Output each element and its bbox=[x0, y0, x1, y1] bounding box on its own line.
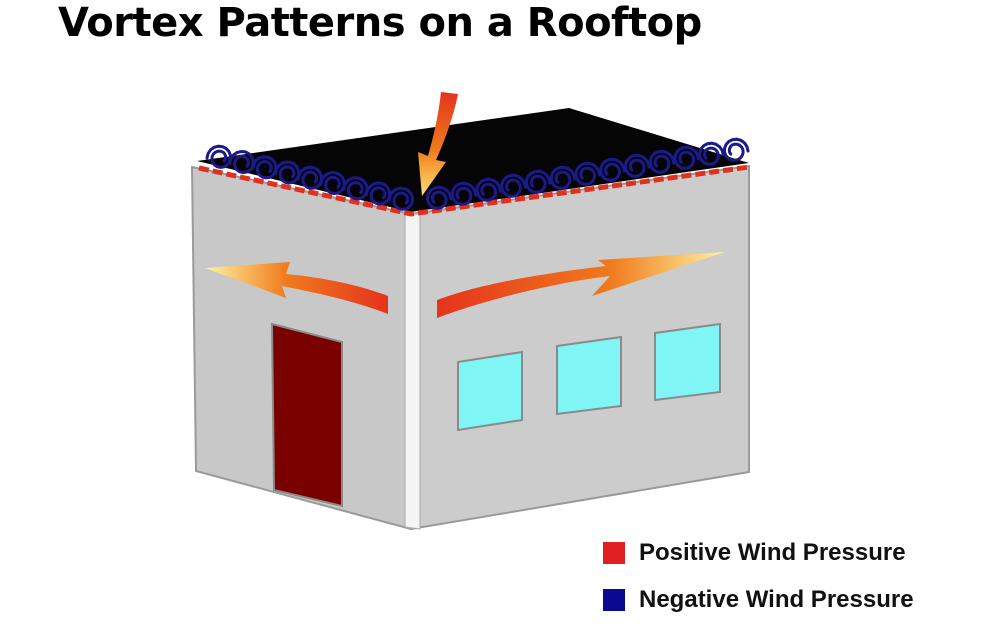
vortex-icon bbox=[364, 181, 392, 206]
roof bbox=[197, 108, 749, 212]
diagram-title: Vortex Patterns on a Rooftop bbox=[58, 0, 702, 46]
vortex-icon bbox=[722, 137, 750, 162]
vortex-icon bbox=[319, 170, 346, 196]
wind-arrow-right-icon bbox=[437, 252, 725, 318]
legend-label-positive: Positive Wind Pressure bbox=[639, 539, 906, 566]
legend-label-negative: Negative Wind Pressure bbox=[639, 586, 914, 613]
vortex-icon bbox=[599, 157, 626, 182]
vortex-icon bbox=[524, 169, 552, 194]
vortex-icon bbox=[205, 144, 233, 169]
roof-edge-positive-pressure bbox=[198, 164, 750, 217]
vortex-icon bbox=[698, 141, 725, 166]
vortex-icon bbox=[549, 165, 577, 190]
roof-vortices bbox=[205, 137, 750, 211]
vortex-icon bbox=[228, 149, 255, 175]
vortex-icon bbox=[574, 161, 601, 186]
vortex-icon bbox=[623, 153, 651, 178]
window-2 bbox=[556, 335, 622, 416]
vortex-icon bbox=[342, 176, 369, 201]
legend-item-negative: Negative Wind Pressure bbox=[603, 586, 914, 614]
vortex-icon bbox=[500, 173, 527, 198]
vortex-icon bbox=[387, 186, 415, 211]
wind-arrow-left-icon bbox=[205, 262, 388, 314]
wall-corner-edge bbox=[404, 213, 421, 530]
negative-pressure-swatch bbox=[603, 589, 625, 611]
vortex-icon bbox=[425, 185, 453, 210]
wind-arrow-down-icon bbox=[418, 92, 458, 196]
vortex-icon bbox=[673, 145, 700, 170]
door bbox=[270, 322, 343, 508]
vortex-icon bbox=[251, 155, 278, 180]
window-3 bbox=[654, 322, 721, 402]
window-1 bbox=[457, 350, 523, 432]
vortex-icon bbox=[475, 177, 502, 202]
vortex-icon bbox=[296, 165, 324, 190]
vortex-icon bbox=[273, 160, 301, 185]
legend-item-positive: Positive Wind Pressure bbox=[603, 539, 906, 567]
vortex-icon bbox=[450, 181, 478, 206]
vortex-icon bbox=[648, 149, 676, 174]
positive-pressure-swatch bbox=[603, 542, 625, 564]
